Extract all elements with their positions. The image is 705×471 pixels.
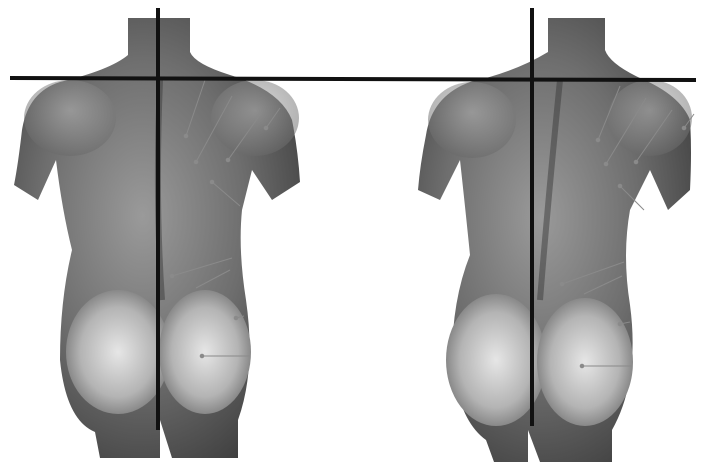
left-torso-right-buttock bbox=[159, 290, 251, 414]
horizontal-shoulder-line bbox=[10, 78, 696, 80]
right-torso-left-shoulder bbox=[428, 82, 516, 158]
left-torso-left-shoulder bbox=[24, 80, 116, 156]
left-torso-right-shoulder bbox=[211, 80, 299, 156]
left-torso-left-buttock bbox=[66, 290, 170, 414]
right-torso-right-shoulder bbox=[608, 80, 692, 156]
right-torso-right-buttock bbox=[537, 298, 633, 426]
right-torso bbox=[418, 18, 694, 462]
